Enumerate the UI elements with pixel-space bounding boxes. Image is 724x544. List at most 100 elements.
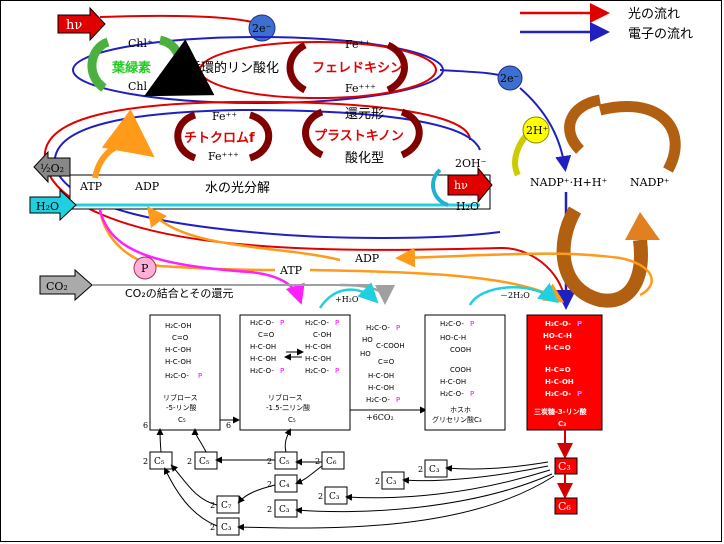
regen-two-h: 2 — [375, 477, 380, 486]
ferredoxin-label: フェレドキシン — [312, 61, 403, 76]
svg-text:H₂C-O-: H₂C-O- — [366, 396, 390, 404]
pga-frame — [424, 314, 506, 431]
o2-label: ½O₂ — [40, 162, 64, 175]
svg-text:H₂C-O-: H₂C-O- — [545, 320, 571, 328]
svg-text:H₂C-O-: H₂C-O- — [250, 367, 274, 375]
regen-c5-c-label: C₅ — [279, 457, 290, 467]
ferredoxin-arrow-right-icon — [386, 41, 408, 94]
cyclic-phosphorylation-label: 循環的リン酸化 — [188, 60, 279, 76]
regen-two-c: 2 — [267, 457, 272, 466]
nadp-cycle-left-arrow-icon — [564, 94, 602, 154]
phosphate-label: P — [141, 262, 149, 275]
regen-c5-b-label: C₅ — [199, 457, 210, 467]
pq-arrow-left-icon — [302, 108, 324, 159]
svg-text:H₂C-O-: H₂C-O- — [366, 324, 390, 332]
c6-output-label: C₆ — [558, 500, 571, 513]
calvin-adp-label: ADP — [354, 252, 380, 265]
h-plus-label: 2H⁺ — [526, 124, 549, 137]
svg-text:P: P — [335, 319, 339, 327]
triose-box: H₂C-O-P HO-C-H H-C=O H-C=O H-C-OH H₂C-O-… — [526, 314, 603, 431]
electron-icon-right — [497, 65, 523, 91]
svg-text:H-C=O: H-C=O — [545, 344, 571, 352]
svg-text:H₂C-O-: H₂C-O- — [305, 319, 329, 327]
nadp-regen-arrowhead-icon — [625, 212, 660, 240]
light-arrow-icon — [57, 6, 106, 42]
cytochrome-label: チトクロムf — [184, 131, 255, 146]
regen-c6-box — [321, 451, 345, 470]
svg-text:P: P — [577, 390, 582, 398]
regen-c3-b-label: C₃ — [429, 465, 440, 475]
plastoquinone-group: 還元形 プラストキノン 酸化型 — [302, 107, 423, 166]
svg-text:H₂C-O-: H₂C-O- — [545, 390, 571, 398]
regen-c5-a-label: C₅ — [154, 457, 165, 467]
pq-reduced-label: 還元形 — [345, 107, 384, 122]
svg-text:H₂C-O-: H₂C-O- — [165, 372, 189, 380]
hv-mid-label: hν — [454, 179, 468, 192]
phosphate-icon — [133, 256, 157, 280]
rubp-carbon: C₅ — [288, 416, 296, 424]
svg-text:P: P — [280, 319, 284, 327]
light-path-top — [99, 14, 253, 23]
svg-text:H-C-OH: H-C-OH — [545, 378, 574, 386]
water-atp-label: ATP — [79, 180, 103, 193]
cytochrome-arrow-right-icon — [248, 111, 273, 162]
svg-text:H-C-OH: H-C-OH — [368, 372, 394, 380]
calvin-atp-label: ATP — [279, 264, 303, 277]
noncyclic-light-path — [43, 100, 566, 301]
atp-cycle-arrow-icon — [92, 109, 155, 179]
svg-text:H-C=O: H-C=O — [545, 366, 571, 374]
chlorophyll-group: Chl⁺ 葉緑素 Chl 循環的リン酸化 — [87, 35, 279, 97]
svg-text:H₂C-O-: H₂C-O- — [250, 319, 274, 327]
rubp-name2: -1.5-二リン酸 — [266, 403, 310, 412]
triose-frame — [526, 314, 603, 431]
triose-name: 三炭糖-3-リン酸 — [534, 407, 588, 416]
h2o-addition-arrow — [318, 282, 379, 309]
svg-text:P: P — [396, 396, 400, 404]
svg-text:H₂C-OH: H₂C-OH — [165, 322, 191, 330]
co2-fixation-label: CO₂の結合とその還元 — [125, 286, 233, 300]
electron-icon-top — [248, 14, 276, 42]
rubp-box: H₂C-O-P C=O H-C-OH H-C-OH H₂C-O-P H₂C-O-… — [239, 314, 351, 431]
chl-label: Chl — [128, 80, 148, 93]
ferredoxin-fe2-label: Fe⁺⁺ — [345, 38, 370, 51]
ferredoxin-arrow-left-icon — [286, 41, 307, 94]
two-oh-label: 2OH⁻ — [455, 157, 487, 170]
regen-two-a: 2 — [143, 457, 148, 466]
minus-2h2o-label: －2H₂O — [500, 291, 530, 300]
legend: 光の流れ 電子の流れ — [520, 3, 693, 42]
nadp-cycle-top-arrow-icon — [598, 100, 681, 173]
photolysis-label: 水の光分解 — [205, 181, 270, 196]
svg-text:H-C-OH: H-C-OH — [165, 346, 191, 354]
chl-green-arrow-icon — [144, 35, 215, 97]
svg-text:H-C-OH: H-C-OH — [305, 355, 331, 363]
h2o-small-label: H₂O — [456, 200, 479, 213]
cytochrome-fe2-label: Fe⁺⁺ — [212, 110, 237, 123]
svg-text:P: P — [470, 320, 474, 328]
pq-oxidized-label: 酸化型 — [345, 151, 384, 166]
pq-arrow-right-icon — [400, 108, 423, 159]
light-arrow-mid-icon — [447, 166, 493, 204]
regen-c3-d-label: C₃ — [279, 505, 290, 515]
h2o-input-arrow-icon — [29, 188, 77, 222]
noncyclic-electron-path — [53, 108, 501, 239]
regen-two-b: 2 — [187, 457, 192, 466]
atp-out-arrow — [98, 209, 276, 272]
regen-c3-a-label: C₃ — [329, 492, 340, 502]
h2o-label: H₂O — [36, 200, 59, 213]
ribulose5p-carbon: C₅ — [178, 416, 186, 424]
pga-box: H₂C-O-P HO-C-H COOH COOH H-C-OH H₂C-O-P … — [424, 314, 506, 431]
cytochrome-group: Fe⁺⁺ チトクロムf Fe⁺⁺⁺ — [174, 110, 273, 163]
ribulose5p-box: H₂C-OH C=O H-C-OH H-C-OH H₂C-O-P リブロース -… — [149, 314, 221, 431]
chl-green-arrow-left-icon — [87, 37, 110, 92]
water-adp-label: ADP — [134, 180, 160, 193]
svg-text:H-C-OH: H-C-OH — [250, 355, 276, 363]
regen-c3-e-label: C₃ — [221, 523, 232, 533]
ribulose5p-name2: -5-リン酸 — [166, 403, 197, 412]
svg-text:H-C-OH: H-C-OH — [250, 343, 276, 351]
water-photolysis-box — [69, 174, 491, 210]
regen-two-e: 2 — [267, 480, 272, 489]
ferredoxin-group: Fe⁺⁺ フェレドキシン Fe⁺⁺⁺ — [286, 38, 408, 95]
regen-two-i: 2 — [267, 505, 272, 514]
hv-top-label: hν — [66, 18, 82, 33]
